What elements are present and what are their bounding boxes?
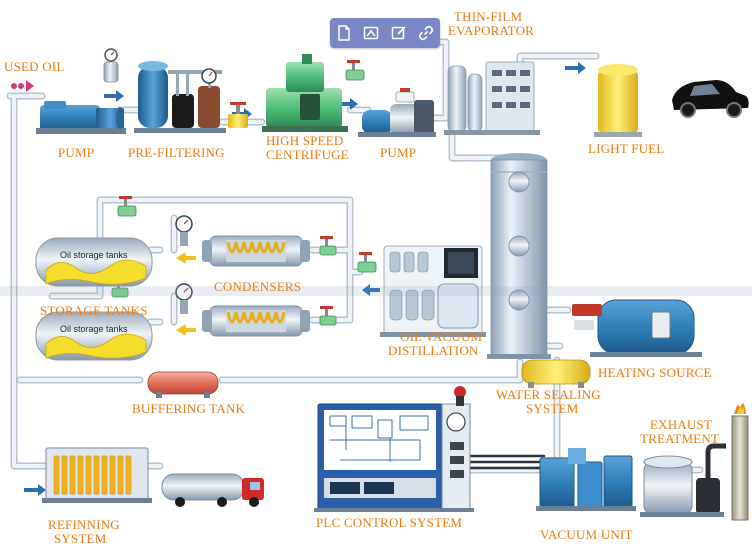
label-distillation: DISTILLATION: [388, 343, 479, 358]
oil-storage-tank-1: Oil storage tanks: [35, 237, 153, 287]
distillation-column: [487, 153, 551, 359]
label-evaporator: EVAPORATOR: [448, 23, 535, 38]
arrow-right-icon: [565, 62, 586, 74]
arrow-left-icon: [176, 252, 196, 264]
condenser-2: [202, 305, 310, 337]
label-water-sealing-system: SYSTEM: [526, 401, 579, 416]
watermark-band: [0, 286, 752, 296]
valve-green: [117, 196, 137, 217]
refining-filter-press: [42, 447, 152, 503]
valve-red: [395, 88, 415, 103]
label-refinning-system: SYSTEM: [54, 531, 107, 546]
label-pump-2: PUMP: [380, 145, 417, 160]
pump-1: [36, 101, 126, 134]
light-fuel-tank: [594, 64, 642, 137]
valve-green: [319, 236, 337, 256]
arrow-left-icon: [362, 284, 380, 296]
arrow-right-icon: [340, 98, 358, 110]
pre-filtering-unit: [134, 61, 226, 133]
used-oil-inlet-arrow-icon: [11, 80, 34, 92]
link-icon[interactable]: [415, 22, 437, 44]
label-centrifuge: CENTRIFUGE: [266, 147, 349, 162]
label-used-oil: USED OIL: [4, 59, 65, 74]
label-vacuum-unit: VACUUM UNIT: [540, 527, 633, 542]
oil-vacuum-distillation-skid: [380, 245, 486, 337]
plc-control-cabinet: [314, 386, 474, 512]
image-toolbar: [330, 18, 440, 48]
heating-source-boiler: [572, 299, 702, 357]
label-thin-film: THIN-FILM: [454, 9, 523, 24]
pressure-gauge-icon: [175, 215, 193, 246]
water-sealing-tank: [521, 359, 591, 388]
oil-storage-tank-2: Oil storage tanks: [35, 311, 153, 361]
tanker-truck-icon: [161, 473, 264, 507]
inlet-flow-meter: [103, 48, 119, 83]
valve-green: [345, 60, 365, 81]
buffering-tank: [147, 371, 219, 398]
label-high-speed: HIGH SPEED: [266, 133, 344, 148]
tank-text-1: Oil storage tanks: [60, 250, 128, 260]
label-oil-vacuum: OIL VACUUM: [400, 329, 483, 344]
tank-text-2: Oil storage tanks: [60, 324, 128, 334]
label-heating-source: HEATING SOURCE: [598, 365, 712, 380]
high-speed-centrifuge: [262, 54, 348, 132]
file-icon[interactable]: [333, 22, 355, 44]
arrow-right-icon: [24, 484, 46, 496]
valve-green: [357, 252, 377, 273]
condenser-1: [202, 235, 310, 267]
valve-green: [319, 306, 337, 326]
label-treatment: TREATMENT: [640, 431, 720, 446]
label-pump-1: PUMP: [58, 145, 95, 160]
label-exhaust: EXHAUST: [650, 417, 713, 432]
edit-icon[interactable]: [388, 22, 410, 44]
image-edit-icon[interactable]: [360, 22, 382, 44]
label-plc-control-system: PLC CONTROL SYSTEM: [316, 515, 463, 530]
label-refinning: REFINNING: [48, 517, 120, 532]
pump-2: [358, 100, 436, 137]
label-condensers: CONDENSERS: [214, 279, 302, 294]
car-icon: [672, 80, 749, 118]
pressure-gauge-icon: [175, 283, 193, 314]
label-buffering-tank: BUFFERING TANK: [132, 401, 246, 416]
arrow-right-icon: [104, 90, 124, 102]
label-pre-filtering: PRE-FILTERING: [128, 145, 225, 160]
valve-yellow: [228, 102, 248, 128]
vacuum-unit: [536, 448, 636, 511]
label-storage-tanks: STORAGE TANKS: [40, 303, 148, 318]
label-water-sealing: WATER SEALING: [496, 387, 601, 402]
label-light-fuel: LIGHT FUEL: [588, 141, 665, 156]
arrow-left-icon: [176, 324, 196, 336]
exhaust-treatment-unit: [640, 403, 749, 521]
thin-film-evaporator: [444, 61, 540, 135]
